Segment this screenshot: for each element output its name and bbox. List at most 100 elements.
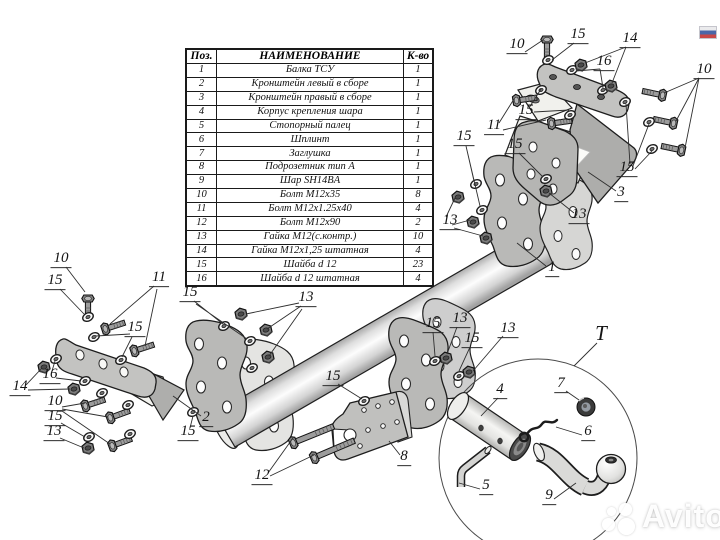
table-cell: 4 xyxy=(403,201,434,217)
tow-ball xyxy=(533,442,627,496)
callout-label: 5 xyxy=(479,478,493,496)
right-bracket xyxy=(504,63,638,206)
table-cell: 1 xyxy=(403,90,434,106)
table-cell: Шар SH14BA xyxy=(216,174,404,190)
avito-watermark: Avito xyxy=(642,498,720,534)
table-cell: 7 xyxy=(185,146,217,162)
callout-label: 13 xyxy=(439,213,461,231)
table-cell: Болт М12х35 xyxy=(216,188,404,203)
callout-label: 15 xyxy=(453,129,475,147)
callout-label: 15 xyxy=(44,273,66,291)
table-cell: 10 xyxy=(185,188,217,203)
table-cell: Болт М12х90 xyxy=(216,215,404,231)
callout-label: 15 xyxy=(515,103,537,121)
cotter-clip xyxy=(518,418,559,443)
table-cell: 2 xyxy=(403,215,434,231)
table-cell: 1 xyxy=(403,76,434,92)
callout-label: 6 xyxy=(581,424,595,442)
callout-label: 15 xyxy=(179,285,201,303)
callout-label: 4 xyxy=(493,382,507,400)
callout-label: 11 xyxy=(149,270,169,288)
table-cell: 1 xyxy=(185,63,217,78)
callout-label: 15 xyxy=(124,320,146,338)
callout-label: 2 xyxy=(199,410,213,428)
table-cell: 12 xyxy=(185,215,217,231)
table-cell: 16 xyxy=(185,271,217,287)
table-cell: 1 xyxy=(403,63,434,78)
callout-label: 15 xyxy=(322,369,344,387)
table-cell: Заглушка xyxy=(216,146,404,162)
table-cell: 4 xyxy=(403,271,434,287)
table-cell: 1 xyxy=(403,174,434,190)
table-cell: 8 xyxy=(185,160,217,176)
table-cell: Стопорный палец xyxy=(216,118,404,134)
callout-label: 11 xyxy=(484,118,504,136)
callout-label: 13 xyxy=(295,290,317,308)
table-cell: 1 xyxy=(403,118,434,134)
callout-label: 12 xyxy=(251,468,273,486)
table-cell: 1 xyxy=(403,104,434,120)
callout-label: 13 xyxy=(568,207,590,225)
table-header-cell: НАИМЕНОВАНИЕ xyxy=(216,48,404,64)
russia-flag-icon xyxy=(699,26,717,39)
detail-view-label: T xyxy=(595,321,607,346)
table-cell: Шплинт xyxy=(216,132,404,148)
table-cell: Болт М12х1.25х40 xyxy=(216,201,404,217)
callout-label: 10 xyxy=(693,62,715,80)
callout-label: 15 xyxy=(504,137,526,155)
table-cell: 4 xyxy=(403,243,434,259)
table-cell: Подрозетник тип А xyxy=(216,160,404,176)
left-bracket xyxy=(55,338,185,422)
callout-label: 9 xyxy=(542,488,556,506)
table-cell: 9 xyxy=(185,174,217,190)
table-cell: 2 xyxy=(185,76,217,92)
callout-label: 15 xyxy=(44,409,66,427)
table-cell: 1 xyxy=(403,146,434,162)
table-cell: 14 xyxy=(185,243,217,259)
callout-label: 7 xyxy=(554,376,568,394)
callout-label: 16 xyxy=(39,367,61,385)
table-header-cell: К-во xyxy=(403,48,434,64)
table-cell: 6 xyxy=(185,132,217,148)
callout-label: 3 xyxy=(614,185,628,203)
callout-label: 13 xyxy=(449,311,471,329)
table-cell: Шайба d 12 xyxy=(216,257,404,273)
callout-label: 14 xyxy=(9,379,31,397)
table-cell: Гайка М12х1,25 штатная xyxy=(216,243,404,259)
table-cell: 5 xyxy=(185,118,217,134)
locking-pin xyxy=(456,445,492,487)
callout-label: 10 xyxy=(44,394,66,412)
callout-label: 15 xyxy=(422,316,444,334)
table-cell: 10 xyxy=(403,229,434,245)
table-cell: 23 xyxy=(403,257,434,273)
table-cell: Шайба d 12 штатная xyxy=(216,271,404,287)
callout-label: 15 xyxy=(177,424,199,442)
table-cell: Кронштейн левый в сборе xyxy=(216,76,404,92)
table-cell: 15 xyxy=(185,257,217,273)
callout-label: 13 xyxy=(497,321,519,339)
table-cell: 1 xyxy=(403,160,434,176)
callout-label: 16 xyxy=(593,54,615,72)
callout-label: 8 xyxy=(397,449,411,467)
table-cell: 4 xyxy=(185,104,217,120)
table-cell: 1 xyxy=(403,132,434,148)
callout-label: 10 xyxy=(506,37,528,55)
callout-label: 15 xyxy=(567,27,589,45)
